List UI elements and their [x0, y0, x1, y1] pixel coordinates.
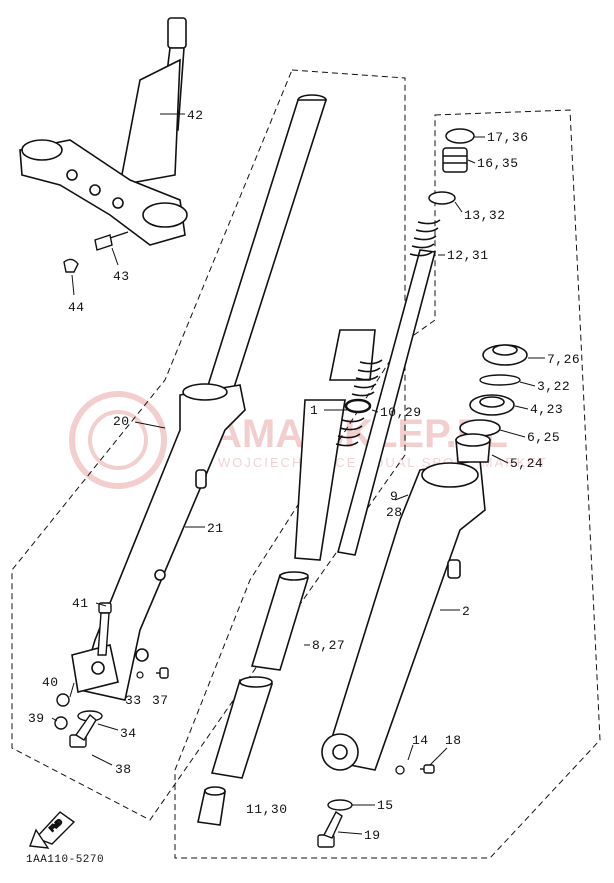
- seal-ring-10: [344, 398, 372, 414]
- callout-5-24: 5,24: [510, 456, 543, 471]
- right-outer-tube: [321, 459, 486, 771]
- watermark-logo-ring: [69, 391, 167, 489]
- spacer-tube: [250, 571, 310, 671]
- gasket-15: [327, 799, 353, 811]
- callout-41: 41: [72, 596, 89, 611]
- callout-3-22: 3,22: [537, 379, 570, 394]
- callout-34: 34: [120, 726, 137, 741]
- callout-20: 20: [113, 414, 130, 429]
- plug-14: [395, 765, 405, 775]
- group-outlines: [11, 69, 601, 859]
- callout-21: 21: [207, 521, 224, 536]
- callout-40: 40: [42, 675, 59, 690]
- callout-38: 38: [115, 762, 132, 777]
- bolt-38: [69, 713, 97, 748]
- callout-12-31: 12,31: [447, 248, 489, 263]
- callout-1: 1: [310, 403, 318, 418]
- callout-10-29: 10,29: [380, 405, 422, 420]
- left-inner-tube: [203, 94, 328, 401]
- cap-44: [63, 258, 79, 273]
- lower-tube: [210, 676, 274, 779]
- callout-11-30: 11,30: [246, 802, 288, 817]
- bolt-43: [94, 231, 129, 251]
- dust-seal-7: [482, 344, 528, 366]
- callout-39: 39: [28, 711, 45, 726]
- washer-40: [56, 693, 70, 707]
- plug-16: [442, 147, 468, 173]
- callout-28: 28: [386, 505, 403, 520]
- figure-code: 1AA110-5270: [26, 854, 104, 866]
- callout-16-35: 16,35: [477, 156, 519, 171]
- bolt-19: [317, 810, 343, 848]
- callout-43: 43: [113, 269, 130, 284]
- top-cap-17: [445, 128, 475, 144]
- plug-33: [136, 671, 144, 679]
- nut-39: [54, 716, 68, 730]
- callout-19: 19: [364, 828, 381, 843]
- guide-bushing-5: [455, 433, 491, 463]
- oil-seal-4: [469, 394, 515, 416]
- left-group-outline: [11, 69, 406, 821]
- callout-18: 18: [445, 733, 462, 748]
- screw-18: [420, 764, 435, 774]
- steering-stem-bracket: [19, 17, 188, 246]
- callout-37: 37: [152, 693, 169, 708]
- callout-15: 15: [377, 798, 394, 813]
- left-outer-tube: [78, 383, 246, 701]
- washer-13: [428, 191, 456, 205]
- left-axle-bracket: [71, 644, 119, 693]
- callout-9: 9: [390, 489, 398, 504]
- fwd-arrow-icon: FWD: [29, 811, 76, 849]
- piston-11: [197, 786, 226, 826]
- callout-labels: 42 43 44 20 21 41 40 39 33 37 34 38 1 10…: [26, 108, 580, 866]
- callout-2: 2: [462, 604, 470, 619]
- bolt-41: [97, 602, 112, 656]
- watermark-subtitle: WOJCIECHOWICE | DUAL SPORT MARKET: [218, 455, 548, 470]
- fork-spring: [335, 219, 441, 447]
- right-group-outline: [174, 109, 601, 859]
- leader-lines: [51, 113, 545, 835]
- callout-7-26: 7,26: [547, 352, 580, 367]
- callout-44: 44: [68, 300, 85, 315]
- callout-42: 42: [187, 108, 204, 123]
- clip-3: [479, 374, 521, 386]
- callout-17-36: 17,36: [487, 130, 529, 145]
- watermark-logo-inner: [88, 410, 148, 470]
- screw-37: [156, 667, 169, 679]
- watermark-title: YAMA-SKLEP.PL: [190, 412, 508, 456]
- callout-33: 33: [125, 693, 142, 708]
- callout-14: 14: [412, 733, 429, 748]
- damper-rod-assembly: [294, 249, 437, 561]
- washer-6: [459, 419, 501, 437]
- callout-4-23: 4,23: [530, 402, 563, 417]
- callout-8-27: 8,27: [312, 638, 345, 653]
- callout-6-25: 6,25: [527, 430, 560, 445]
- callout-13-32: 13,32: [464, 208, 506, 223]
